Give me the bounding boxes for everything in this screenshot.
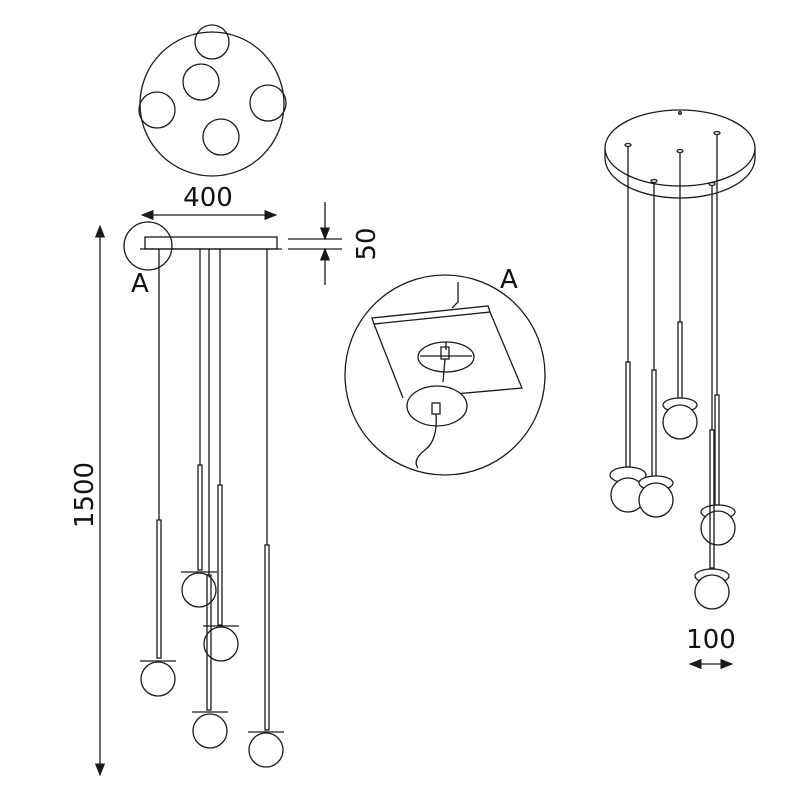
detail-a-circle bbox=[123, 221, 173, 271]
detail-title-label: A bbox=[500, 265, 518, 295]
front-view bbox=[123, 221, 284, 768]
dimension-total-height: 1500 bbox=[70, 224, 106, 777]
width-label: 400 bbox=[183, 183, 233, 213]
detail-marker-label: A bbox=[131, 269, 149, 299]
total-height-label: 1500 bbox=[70, 462, 100, 528]
perspective-view bbox=[604, 109, 756, 610]
top-view bbox=[138, 24, 287, 177]
globe-diameter-label: 100 bbox=[686, 625, 736, 655]
detail-a-view bbox=[344, 274, 546, 476]
dimension-canopy-height: 50 bbox=[288, 202, 382, 285]
canopy-height-label: 50 bbox=[352, 227, 382, 260]
dimension-globe-diameter: 100 bbox=[686, 625, 736, 670]
dimension-width: 400 bbox=[140, 183, 278, 221]
